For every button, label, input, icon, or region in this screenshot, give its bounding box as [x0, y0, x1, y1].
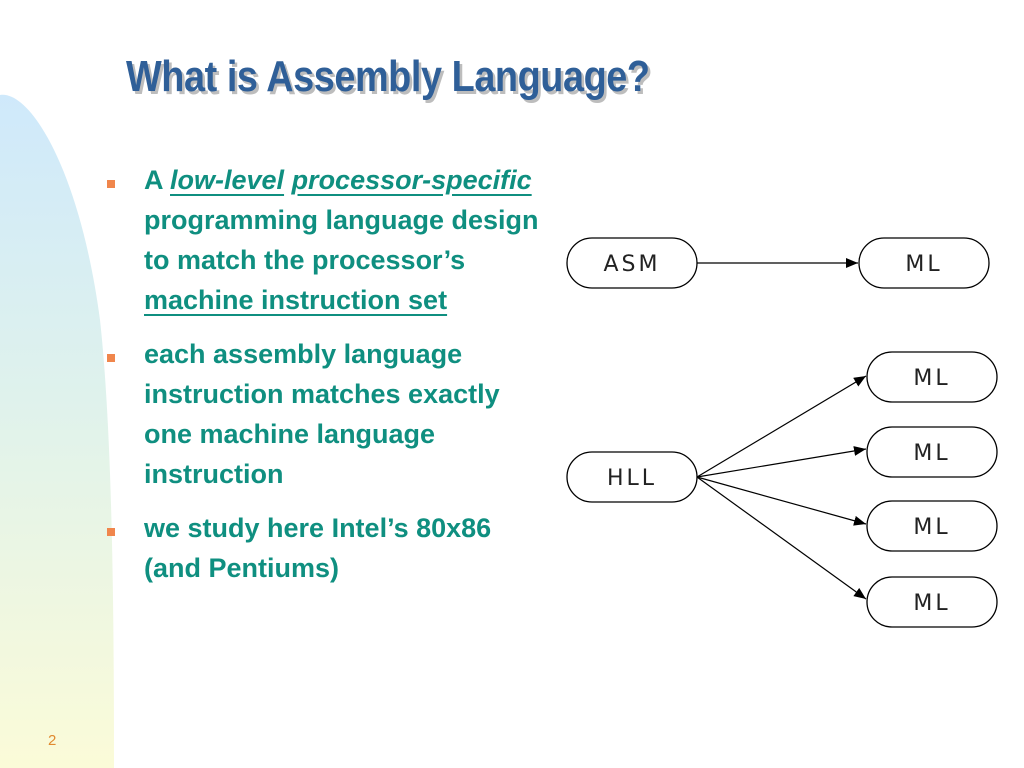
ml-node-top-label: ML [905, 252, 942, 277]
term-processor-specific: processor-specific [291, 165, 532, 195]
slide-title: What is Assembly Language? [126, 52, 650, 101]
bullet-item: we study here Intel’s 80x86 (and Pentium… [103, 508, 543, 588]
ml-node-1 [866, 351, 998, 403]
bullet-item: A low-level processor-specific programmi… [103, 160, 543, 320]
hll-to-ml-arrow-2 [696, 446, 867, 478]
hll-to-ml-arrow-3 [696, 476, 867, 526]
ml-node-1-label: ML [913, 366, 950, 391]
bullet-text: we study here Intel’s 80x86 (and Pentium… [144, 513, 492, 583]
bullet-text: A low-level processor-specific programmi… [144, 165, 539, 315]
hll-to-ml-arrow-4 [696, 476, 867, 600]
page-number: 2 [48, 732, 57, 749]
hll-to-ml-arrow-1 [696, 375, 867, 478]
bullet-text: each assembly language instruction match… [144, 339, 500, 489]
ml-node-2-label: ML [913, 441, 950, 466]
term-low-level: low-level [170, 165, 285, 195]
bullet-marker-icon [107, 354, 115, 362]
bullet-text-segment: A [144, 165, 170, 195]
ml-node-top [858, 237, 990, 289]
ml-node-2 [866, 426, 998, 478]
ml-node-3 [866, 500, 998, 552]
bullet-marker-icon [107, 180, 115, 188]
ml-node-3-label: ML [913, 515, 950, 540]
bullet-text-segment: programming language design to match the… [144, 205, 539, 275]
asm-node-label: ASM [604, 252, 661, 277]
hll-node-label: HLL [607, 466, 657, 491]
ml-node-4-label: ML [913, 591, 950, 616]
ml-node-4 [866, 576, 998, 628]
term-machine-instruction-set: machine instruction set [144, 285, 448, 315]
bullet-list: A low-level processor-specific programmi… [103, 160, 543, 602]
bullet-marker-icon [107, 528, 115, 536]
bullet-item: each assembly language instruction match… [103, 334, 543, 494]
